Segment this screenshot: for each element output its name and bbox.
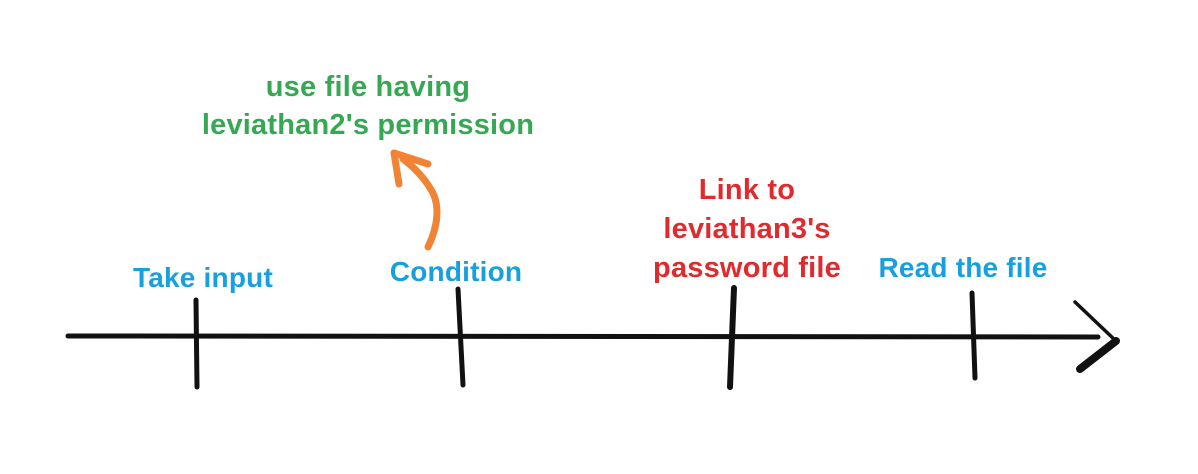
timeline-tick-take-input [193, 297, 200, 390]
step-label-take-input: Take input [133, 262, 273, 293]
annotation-note: use file having leviathan2's permission [201, 71, 535, 141]
curved-arrow-icon [390, 149, 441, 251]
step-label-read-the-file: Read the file [878, 252, 1048, 283]
timeline-tick-read [969, 290, 978, 381]
timeline-axis [65, 333, 1101, 340]
timeline-tick-link [727, 285, 737, 390]
timeline-tick-condition [455, 286, 466, 388]
step-label-condition: Condition [389, 256, 523, 287]
arrowhead-icon [1073, 300, 1120, 373]
step-label-link-to-password-file: Link to leviathan3's password file [653, 174, 841, 284]
